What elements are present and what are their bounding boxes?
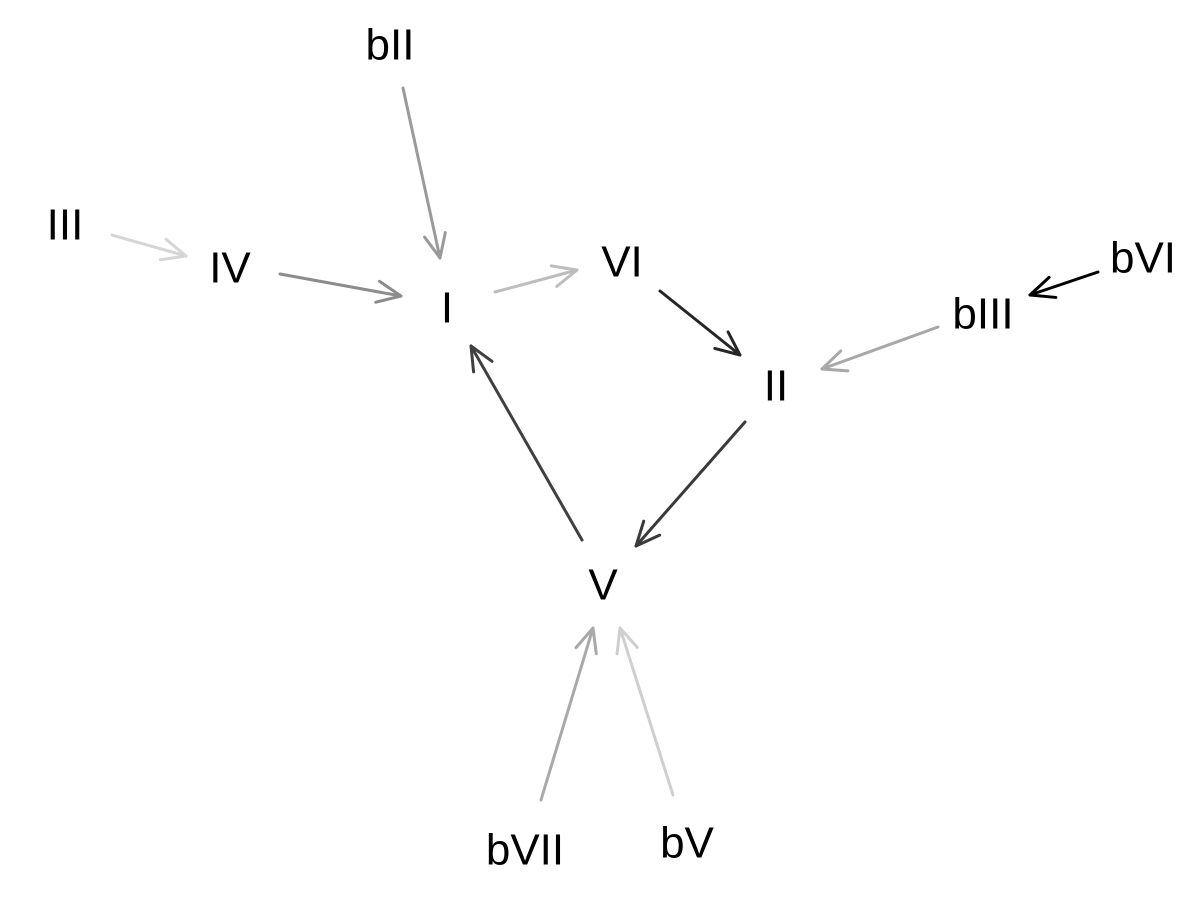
node-I: I — [441, 284, 453, 333]
node-bVII: bVII — [486, 826, 564, 875]
arrow-shaft — [618, 626, 675, 797]
arrow-shaft — [110, 233, 188, 258]
arrow-bII-to-I — [401, 86, 447, 260]
node-II: II — [764, 362, 788, 411]
node-III: III — [47, 201, 84, 250]
arrow-shaft — [539, 626, 595, 802]
edges — [110, 86, 1100, 802]
arrow-head — [549, 264, 579, 288]
arrow-head — [469, 344, 494, 374]
arrow-bVI-to-bIII — [1028, 270, 1100, 299]
arrow-II-to-V — [634, 420, 747, 548]
arrow-shaft — [401, 86, 442, 260]
arrow-head — [1028, 275, 1058, 299]
arrow-bVII-to-V — [539, 626, 598, 802]
node-VI: VI — [601, 238, 643, 287]
arrow-I-to-VI — [493, 264, 579, 294]
arrow-shaft — [469, 344, 584, 542]
arrow-head — [615, 626, 639, 656]
arrow-head — [713, 330, 742, 357]
arrow-shaft — [278, 272, 403, 298]
arrow-head — [574, 626, 598, 656]
arrow-IV-to-I — [278, 272, 403, 304]
arrow-bV-to-V — [615, 626, 675, 797]
arrow-shaft — [493, 268, 579, 294]
node-IV: IV — [209, 244, 251, 293]
arrow-shaft — [634, 420, 747, 548]
arrow-III-to-IV — [110, 233, 188, 262]
arrow-head — [820, 349, 850, 373]
node-bIII: bIII — [952, 290, 1013, 339]
arrow-VI-to-II — [658, 289, 742, 357]
arrow-V-to-I — [469, 344, 584, 542]
arrow-head — [423, 231, 447, 260]
arrow-shaft — [1028, 270, 1100, 297]
arrow-head — [158, 237, 188, 262]
arrow-head — [634, 519, 662, 548]
nodes: bII III IV I VI II bIII bVI V bVII bV — [47, 21, 1176, 875]
arrow-shaft — [820, 325, 940, 371]
node-bII: bII — [366, 21, 415, 70]
node-bVI: bVI — [1110, 234, 1176, 283]
node-V: V — [588, 561, 618, 610]
arrow-bIII-to-II — [820, 325, 940, 373]
arrow-shaft — [658, 289, 742, 357]
arrow-head — [374, 279, 403, 304]
node-bV: bV — [660, 819, 714, 868]
